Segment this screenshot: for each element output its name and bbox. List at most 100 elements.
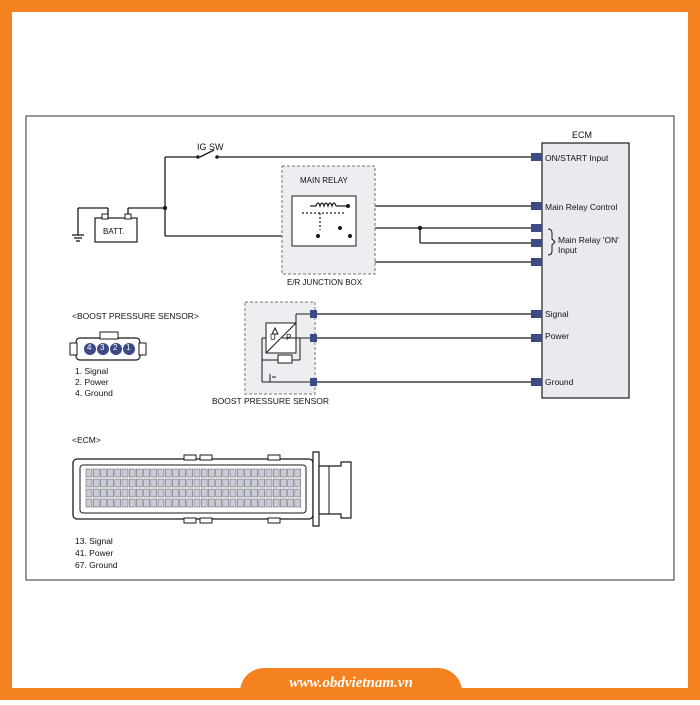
ecm-connector-pin xyxy=(208,468,215,478)
ecm-connector-pin xyxy=(294,478,302,488)
sensor-pins xyxy=(310,310,317,386)
ecm-connector-pin xyxy=(294,488,302,498)
footer-site-link[interactable]: www.obdvietnam.vn xyxy=(289,675,413,691)
ecm-connector-pin xyxy=(143,498,150,508)
ecm-connector-pin xyxy=(222,468,230,478)
ecm-connector-pin xyxy=(114,498,122,508)
ecm-connector-pin xyxy=(258,468,266,478)
relay-dots xyxy=(316,204,352,238)
ecm-connector-pin xyxy=(222,478,230,488)
ecm-connector-pin xyxy=(114,488,122,498)
ecm-connector-pin xyxy=(100,498,107,508)
ecm-connector-pin xyxy=(136,468,143,478)
battery-box xyxy=(94,217,138,243)
ecm-connector-pin xyxy=(244,478,251,488)
ecm-connector-pin xyxy=(136,478,143,488)
ecm-connector-pin xyxy=(251,498,258,508)
ecm-connector-pin xyxy=(179,478,186,488)
ecm-connector-pin xyxy=(114,468,122,478)
ecm-connector-pin xyxy=(251,488,258,498)
ecm-connector-pin xyxy=(280,488,287,498)
ecm-connector-pin xyxy=(272,488,280,498)
ecm-connector-pin xyxy=(157,488,165,498)
ecm-connector-pin xyxy=(287,488,294,498)
ecm-connector-pin xyxy=(172,478,179,488)
frame-right xyxy=(688,0,700,700)
ecm-connector-pin xyxy=(280,468,287,478)
ecm-connector-pin xyxy=(208,488,215,498)
ecm-connector-pin xyxy=(143,488,150,498)
ecm-connector-pin xyxy=(193,488,201,498)
ecm-connector-pin xyxy=(258,498,266,508)
ecm-connector-pin xyxy=(121,468,129,478)
frame-top xyxy=(0,0,700,12)
ecm-connector-pin xyxy=(215,498,222,508)
ecm-connector-pin xyxy=(236,498,244,508)
ecm-connector-pin xyxy=(114,478,122,488)
ecm-connector-pin xyxy=(107,468,114,478)
ecm-connector-pin xyxy=(215,478,222,488)
ecm-connector-pin xyxy=(280,498,287,508)
ecm-connector-pin xyxy=(265,498,273,508)
ecm-pins xyxy=(531,153,542,386)
ecm-connector-pin xyxy=(100,468,107,478)
ecm-connector-pin xyxy=(193,468,201,478)
ecm-connector-pin xyxy=(287,478,294,488)
ecm-connector-pin xyxy=(193,478,201,488)
ecm-connector-pin xyxy=(150,488,158,498)
ecm-connector-pin xyxy=(251,478,258,488)
ecm-connector-pin xyxy=(128,498,136,508)
ecm-connector-pin xyxy=(287,498,294,508)
ecm-connector-pin xyxy=(150,498,158,508)
ecm-connector-pin xyxy=(143,468,150,478)
ecm-connector-pin xyxy=(85,498,93,508)
ecm-connector-pin xyxy=(272,478,280,488)
ecm-connector-pin xyxy=(143,478,150,488)
ecm-connector-pin xyxy=(251,468,258,478)
ecm-connector-pin xyxy=(128,468,136,478)
ecm-connector-pin xyxy=(294,498,302,508)
ecm-connector-pin xyxy=(229,478,237,488)
ecm-connector-pin xyxy=(229,488,237,498)
ecm-connector-pin xyxy=(280,478,287,488)
ecm-connector-pin xyxy=(164,498,172,508)
ecm-connector-pin xyxy=(92,498,100,508)
ecm-connector-pin xyxy=(236,488,244,498)
pressure-sensor-icon xyxy=(261,313,310,383)
ecm-connector-pin xyxy=(107,498,114,508)
ecm-connector-pin xyxy=(85,488,93,498)
ecm-connector-icon xyxy=(72,451,352,527)
ecm-connector-pin xyxy=(107,478,114,488)
ecm-connector-pin xyxy=(92,478,100,488)
battery-terminal-neg xyxy=(101,213,109,220)
ecm-connector-pin xyxy=(229,498,237,508)
ecm-connector-pin xyxy=(294,468,302,478)
ecm-connector-pin xyxy=(121,478,129,488)
ecm-connector-pin xyxy=(92,488,100,498)
ecm-connector-pin xyxy=(172,498,179,508)
ecm-connector-pin xyxy=(157,468,165,478)
ecm-connector-pin xyxy=(200,498,208,508)
ecm-connector-pin xyxy=(236,478,244,488)
ecm-connector-pin xyxy=(272,468,280,478)
ecm-connector-pin xyxy=(179,498,186,508)
ecm-connector-pin xyxy=(150,468,158,478)
junction-dots xyxy=(162,155,423,231)
ecm-connector-pin xyxy=(186,488,194,498)
ecm-connector-pin xyxy=(272,498,280,508)
ecm-box xyxy=(541,142,630,399)
ecm-connector-pin xyxy=(186,478,194,488)
ecm-connector-pin xyxy=(200,488,208,498)
ecm-connector-pin xyxy=(265,468,273,478)
ecm-connector-pin xyxy=(121,488,129,498)
ecm-connector-pin xyxy=(258,478,266,488)
ecm-connector-pin xyxy=(85,468,93,478)
ecm-connector-pin xyxy=(244,498,251,508)
ecm-connector-pin xyxy=(157,478,165,488)
ecm-connector-pin xyxy=(229,468,237,478)
ecm-connector-pin xyxy=(186,498,194,508)
ecm-connector-pin xyxy=(186,468,194,478)
ecm-connector-pin xyxy=(92,468,100,478)
ecm-connector-pin xyxy=(157,498,165,508)
